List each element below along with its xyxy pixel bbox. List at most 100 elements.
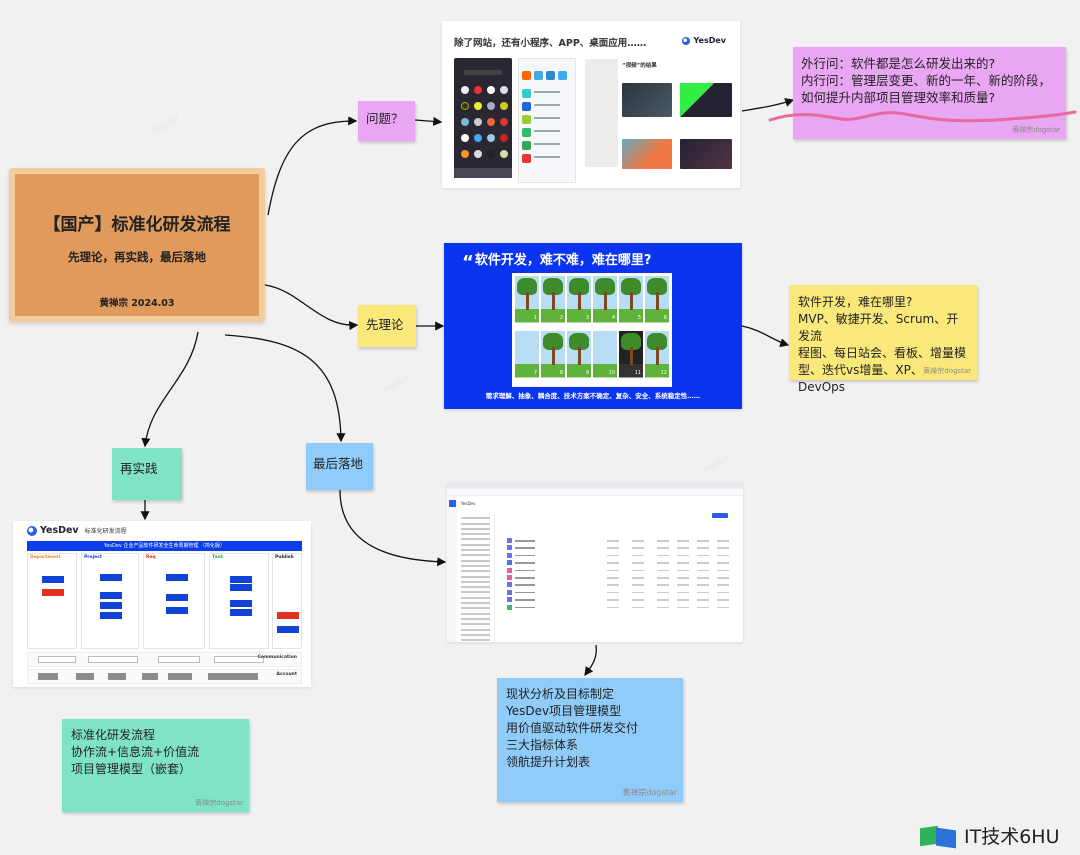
edge-question-slide — [414, 116, 443, 126]
panel-number: 1 — [533, 315, 537, 321]
sidebar-line — [461, 607, 490, 610]
edge-root-question — [267, 116, 358, 216]
slide-apps[interactable]: 除了网站，还有小程序、APP、桌面应用…… YesDev “视频”的结果 — [442, 21, 740, 188]
comic-panel: 9 — [567, 331, 591, 384]
panel-number: 9 — [585, 370, 589, 376]
pink-underline-scribble — [768, 110, 1077, 123]
note-signature: 黄禅宗dogstar — [195, 799, 243, 807]
comic-panel: 8 — [541, 331, 565, 384]
yesdev-logo-icon — [27, 525, 37, 536]
node-theory[interactable]: 先理论 — [358, 305, 416, 347]
sidebar-line — [461, 527, 490, 530]
miniprogram-screenshot — [454, 58, 512, 178]
sidebar-line — [461, 628, 490, 631]
sidebar-line — [461, 602, 490, 605]
sidebar-line — [461, 570, 490, 573]
note-signature: 黄禅宗dogstar — [923, 367, 971, 375]
node-question[interactable]: 问题？ — [358, 101, 415, 141]
comic-panel: 7 — [515, 331, 539, 384]
note-signature: 黄禅宗dogstar — [622, 788, 677, 797]
sidebar-line — [461, 543, 490, 546]
brand-book-icon — [920, 825, 958, 848]
sidebar-line — [461, 575, 490, 578]
note-theory-detail[interactable]: 软件开发，难在哪里? MVP、敏捷开发、Scrum、开发流 程图、每日站会、看板… — [789, 285, 977, 394]
note-practice-detail[interactable]: 标准化研发流程 协作流+信息流+价值流 项目管理模型（嵌套） 黄禅宗dogsta… — [62, 719, 249, 812]
edge-root-theory — [264, 284, 359, 331]
node-label: 先理论 — [366, 317, 404, 332]
sidebar-line — [461, 538, 490, 541]
table-row — [507, 560, 735, 566]
note-lines: 外行问：软件都是怎么研发出来的? 内行问：管理层变更、新的一年、新的阶段， 如何… — [801, 56, 1052, 105]
column-project: Project — [81, 553, 139, 649]
note-question-detail[interactable]: 外行问：软件都是怎么研发出来的? 内行问：管理层变更、新的一年、新的阶段， 如何… — [793, 47, 1066, 139]
create-button — [712, 513, 728, 518]
sidebar-line — [461, 617, 490, 620]
watermark: dogstar — [699, 452, 731, 477]
node-practice[interactable]: 再实践 — [112, 448, 182, 500]
watermark: dogstar — [149, 112, 181, 137]
comic-panel: 5 — [619, 276, 643, 329]
yesdev-logo-icon — [682, 36, 691, 45]
browser-address-bar — [447, 489, 743, 496]
table-row — [507, 567, 735, 573]
table-row — [507, 538, 735, 543]
sidebar-line — [461, 623, 490, 626]
process-band: YesDev 企业产品软件研发全生命周期管理 （简化版） — [27, 541, 302, 551]
table-row — [507, 597, 735, 603]
panel-number: 11 — [634, 370, 641, 376]
comic-panel: 6 — [645, 276, 669, 329]
panel-number: 8 — [559, 370, 563, 376]
note-lines: 现状分析及目标制定 YesDev项目管理模型 用价值驱动软件研发交付 三大指标体… — [506, 687, 639, 769]
comic-panel: 11 — [619, 331, 643, 384]
app-rail — [447, 496, 457, 642]
sidebar-line — [461, 596, 490, 599]
desktop-app-screenshot: “视频”的结果 — [622, 61, 732, 181]
edge-landing-slide — [339, 489, 447, 567]
panel-number: 5 — [637, 315, 641, 321]
comic-panel: 12 — [645, 331, 669, 384]
sidebar-line — [461, 633, 490, 636]
comic-panel: 3 — [567, 276, 591, 329]
node-label: 再实践 — [120, 461, 158, 476]
edge-slide-yellownote — [741, 325, 790, 348]
table-row — [507, 589, 735, 595]
note-lines: 标准化研发流程 协作流+信息流+价值流 项目管理模型（嵌套） — [71, 728, 200, 776]
table-row — [507, 582, 735, 588]
slide-caption: 需求理解、抽象、耦合度、技术方案不确定、复杂、安全、系统稳定性…… — [485, 392, 701, 400]
panel-number: 7 — [533, 370, 537, 376]
node-landing[interactable]: 最后落地 — [306, 443, 373, 490]
edge-slide-bluenote — [584, 644, 597, 677]
sidebar-line — [461, 612, 490, 615]
root-card[interactable]: 【国产】标准化研发流程 先理论，再实践，最后落地 黄禅宗 2024.03 — [9, 168, 265, 322]
comic-panel: 4 — [593, 276, 617, 329]
edge-root-practice — [141, 331, 199, 448]
table-row — [507, 604, 735, 610]
row-account: Account — [27, 669, 302, 684]
brand-watermark: IT技术6HU — [920, 822, 1060, 849]
slide-title: 除了网站，还有小程序、APP、桌面应用…… — [454, 38, 647, 49]
slide-yesdev-browser[interactable]: YesDev — [447, 482, 743, 642]
panel-number: 3 — [585, 315, 589, 321]
yesdev-logo: YesDev — [682, 36, 726, 45]
column-task: Task — [209, 553, 269, 649]
column-publish: Publish — [272, 553, 302, 649]
sidebar-line — [461, 580, 490, 583]
edge-root-landing — [224, 334, 346, 443]
watermark: dogstar — [379, 372, 411, 397]
note-landing-detail[interactable]: 现状分析及目标制定 YesDev项目管理模型 用价值驱动软件研发交付 三大指标体… — [497, 678, 683, 802]
node-label: 最后落地 — [313, 456, 364, 471]
sidebar-line — [461, 554, 490, 557]
sidebar-line — [461, 533, 490, 536]
table-row — [507, 545, 735, 551]
app-store-screenshot — [518, 58, 576, 183]
panel-number: 2 — [559, 315, 563, 321]
project-sidebar — [457, 514, 495, 642]
table-row — [507, 552, 735, 558]
column-department: Department — [27, 553, 77, 649]
sidebar-line — [461, 591, 490, 594]
sidebar-line — [461, 586, 490, 589]
